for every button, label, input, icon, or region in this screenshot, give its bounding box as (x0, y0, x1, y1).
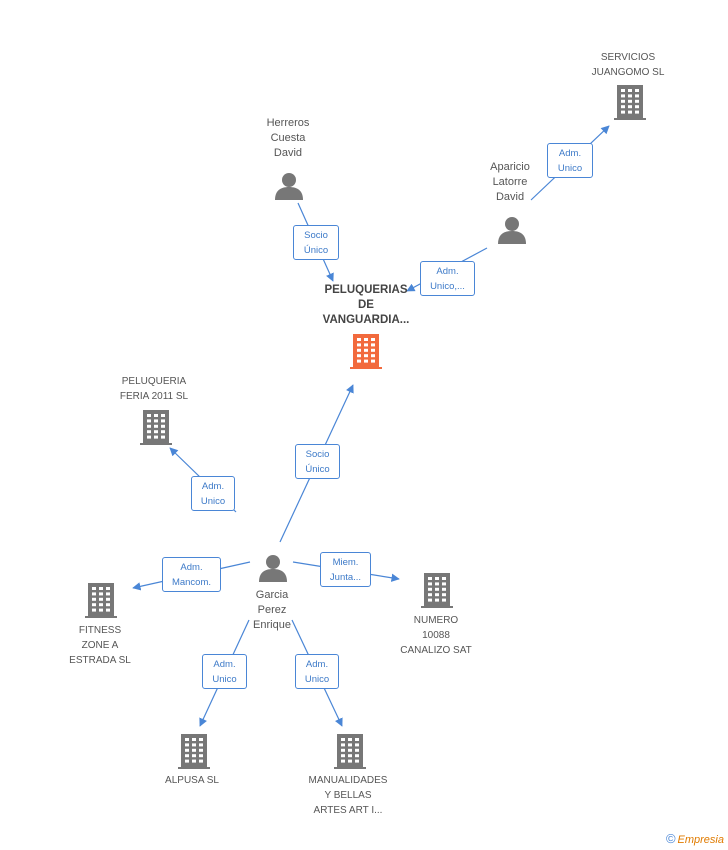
node-label-feria[interactable]: PELUQUERIA FERIA 2011 SL (120, 374, 188, 404)
node-label-line: FITNESS (78, 625, 122, 636)
node-label-line: ZONE A (81, 640, 119, 651)
node-label-line: Cuesta (270, 132, 306, 144)
building-icon[interactable] (85, 583, 117, 624)
edge-label-garcia-feria[interactable]: Adm. Unico (191, 476, 235, 511)
edge-label-line: Adm. (558, 148, 582, 159)
node-label-line: SERVICIOS (600, 52, 656, 63)
building-icon[interactable] (334, 734, 366, 775)
node-label-line: David (273, 147, 303, 159)
node-label-peluquerias[interactable]: PELUQUERIAS DE VANGUARDIA... (323, 283, 410, 328)
node-label-alpusa[interactable]: ALPUSA SL (165, 773, 219, 788)
edge-label-line: Miem. (332, 557, 359, 568)
building-icon[interactable] (178, 734, 210, 775)
node-label-manualidades[interactable]: MANUALIDADES Y BELLAS ARTES ART I... (309, 773, 388, 818)
node-label-line: Perez (257, 604, 287, 616)
edge-label-garcia-fitness[interactable]: Adm. Mancom. (162, 557, 221, 592)
edge-label-line: Adm. (436, 266, 459, 277)
edge-label-line: Único (303, 245, 329, 256)
brand-name: Empresia (677, 834, 724, 846)
node-label-line: Aparicio (490, 161, 530, 173)
node-label-line: 10088 (422, 630, 450, 641)
node-label-line: PELUQUERIA (121, 376, 187, 387)
edge-label-line: Junta... (329, 572, 362, 583)
person-icon[interactable] (497, 215, 527, 250)
brand-logo: ©Empresia (666, 831, 724, 846)
node-label-line: VANGUARDIA... (322, 314, 410, 326)
edge-label-garcia-manualidades[interactable]: Adm. Unico (295, 654, 339, 689)
building-icon[interactable] (614, 85, 646, 126)
edge-label-line: Socio (305, 449, 330, 460)
edge-label-aparicio-peluquerias[interactable]: Adm. Unico,... (420, 261, 475, 296)
edge-label-line: Mancom. (171, 577, 212, 588)
node-label-line: Enrique (253, 619, 291, 631)
node-label-line: DE (358, 299, 374, 311)
edge-label-line: Socio (304, 230, 328, 241)
building-icon[interactable] (140, 410, 172, 451)
building-icon[interactable] (350, 334, 382, 375)
edge-label-line: Adm. (180, 562, 203, 573)
node-label-line: ALPUSA SL (165, 775, 219, 786)
edge-label-line: Unico (557, 163, 583, 174)
edge-label-aparicio-servicios[interactable]: Adm. Unico (547, 143, 593, 178)
node-label-line: NUMERO (413, 615, 459, 626)
edge-label-line: Unico (212, 674, 237, 685)
node-label-line: MANUALIDADES (308, 775, 388, 786)
edge-label-line: Único (305, 464, 330, 475)
node-label-line: PELUQUERIAS (324, 284, 408, 296)
node-label-line: ARTES ART I... (313, 805, 383, 816)
edge-label-line: Unico (200, 496, 226, 507)
node-label-line: CANALIZO SAT (400, 645, 472, 656)
edge-label-line: Unico,... (430, 281, 465, 292)
node-label-servicios[interactable]: SERVICIOS JUANGOMO SL (592, 50, 665, 80)
person-icon[interactable] (274, 171, 304, 206)
edge-label-garcia-alpusa[interactable]: Adm. Unico (202, 654, 247, 689)
node-label-line: Latorre (492, 176, 528, 188)
node-label-line: Garcia (255, 589, 289, 601)
edge-label-line: Adm. (213, 659, 236, 670)
node-label-line: ESTRADA SL (69, 655, 131, 666)
copyright-symbol: © (665, 831, 676, 846)
edge-label-garcia-numero[interactable]: Miem. Junta... (320, 552, 371, 587)
building-icon[interactable] (421, 573, 453, 614)
node-label-line: FERIA 2011 SL (119, 391, 189, 402)
edge-label-line: Adm. (201, 481, 225, 492)
edge-label-line: Adm. (305, 659, 329, 670)
node-label-line: Y BELLAS (324, 790, 372, 801)
node-label-line: David (495, 191, 525, 203)
edge-label-line: Unico (304, 674, 330, 685)
node-label-line: JUANGOMO SL (591, 67, 665, 78)
node-label-line: Herreros (266, 117, 310, 129)
node-label-fitness[interactable]: FITNESS ZONE A ESTRADA SL (69, 623, 131, 668)
person-icon[interactable] (258, 553, 288, 588)
